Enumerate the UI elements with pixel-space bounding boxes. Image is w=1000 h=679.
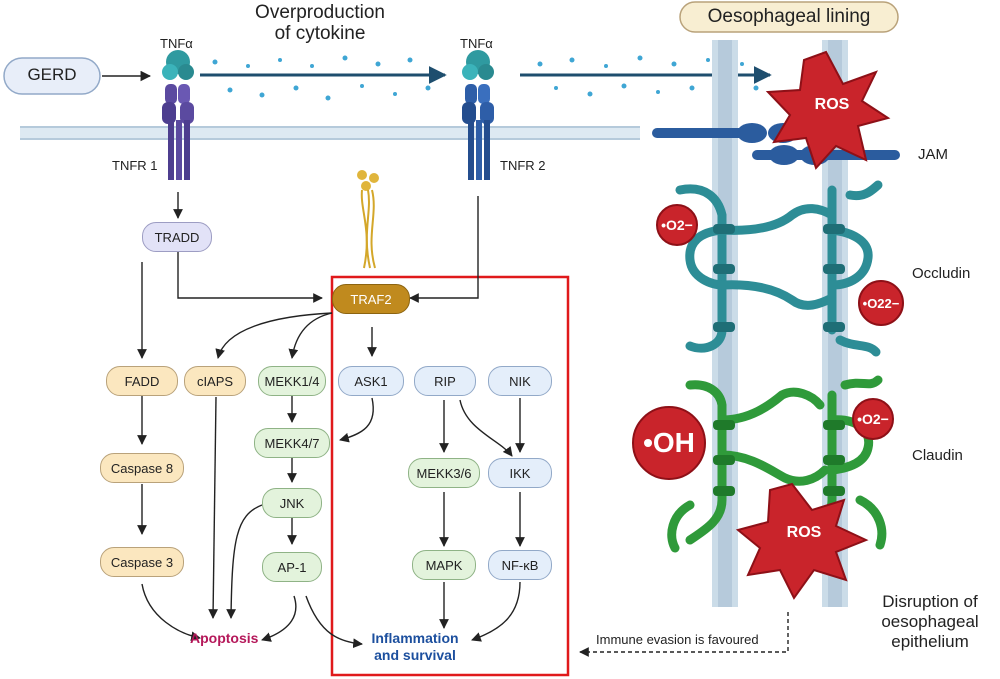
header-of-cytokine: of cytokine bbox=[274, 23, 366, 44]
immune-evasion-arrow bbox=[579, 612, 789, 657]
disruption-line2: oesophageal bbox=[881, 612, 979, 631]
node-ap1: AP-1 bbox=[262, 552, 322, 582]
tnfr2-receptor bbox=[462, 50, 494, 180]
superoxide-c: •O2− bbox=[852, 398, 894, 440]
node-fadd: FADD bbox=[106, 366, 178, 396]
tnfa-right-label: TNFα bbox=[460, 36, 493, 51]
node-ikk: IKK bbox=[488, 458, 552, 488]
gerd-pill bbox=[3, 57, 101, 95]
occludin-label: Occludin bbox=[912, 265, 971, 282]
hydroxyl-radical: •OH bbox=[632, 406, 706, 480]
node-ask1: ASK1 bbox=[338, 366, 404, 396]
disruption-line1: Disruption of bbox=[882, 592, 978, 611]
outcome-inflammation: Inflammation bbox=[371, 630, 459, 646]
node-caspase3: Caspase 3 bbox=[100, 547, 184, 577]
peroxide-b: •O22− bbox=[858, 280, 904, 326]
header-overproduction: Overproduction bbox=[255, 2, 385, 23]
node-traf2: TRAF2 bbox=[332, 284, 410, 314]
cell-membrane bbox=[20, 126, 640, 140]
node-tradd: TRADD bbox=[142, 222, 212, 252]
tnfa-left-label: TNFα bbox=[160, 36, 193, 51]
node-mekk14: MEKK1/4 bbox=[258, 366, 326, 396]
outcome-apoptosis: Apoptosis bbox=[190, 630, 259, 646]
node-mekk47: MEKK4/7 bbox=[254, 428, 330, 458]
tnfr1-label: TNFR 1 bbox=[112, 158, 158, 173]
ros-top-label: ROS bbox=[814, 96, 850, 113]
ros-bottom-label: ROS bbox=[786, 524, 822, 541]
traf-ligand-icon bbox=[357, 170, 379, 269]
node-rip: RIP bbox=[414, 366, 476, 396]
node-ciaps: cIAPS bbox=[184, 366, 246, 396]
outcome-survival: and survival bbox=[374, 647, 456, 663]
ros-top-star bbox=[765, 50, 891, 170]
claudin-label: Claudin bbox=[912, 447, 963, 464]
node-mapk: MAPK bbox=[412, 550, 476, 580]
jam-label: JAM bbox=[918, 146, 948, 163]
gerd-label: GERD bbox=[27, 65, 77, 84]
claudin-knots bbox=[713, 420, 845, 496]
ros-bottom-star bbox=[735, 482, 869, 600]
lining-pill bbox=[679, 1, 899, 33]
node-caspase8: Caspase 8 bbox=[100, 453, 184, 483]
cytokine-dots bbox=[212, 55, 759, 101]
node-mekk36: MEKK3/6 bbox=[408, 458, 480, 488]
occludin-protein bbox=[675, 180, 883, 357]
occludin-knots bbox=[713, 224, 845, 332]
disruption-line3: epithelium bbox=[891, 632, 969, 651]
tnfr1-receptor bbox=[162, 50, 194, 180]
tnfr2-label: TNFR 2 bbox=[500, 158, 546, 173]
node-nik: NIK bbox=[488, 366, 552, 396]
node-nfkb: NF-κB bbox=[488, 550, 552, 580]
immune-evasion-label: Immune evasion is favoured bbox=[594, 632, 761, 647]
highlight-box bbox=[330, 275, 570, 677]
node-jnk: JNK bbox=[262, 488, 322, 518]
superoxide-a: •O2− bbox=[656, 204, 698, 246]
lining-title: Oesophageal lining bbox=[707, 6, 871, 27]
